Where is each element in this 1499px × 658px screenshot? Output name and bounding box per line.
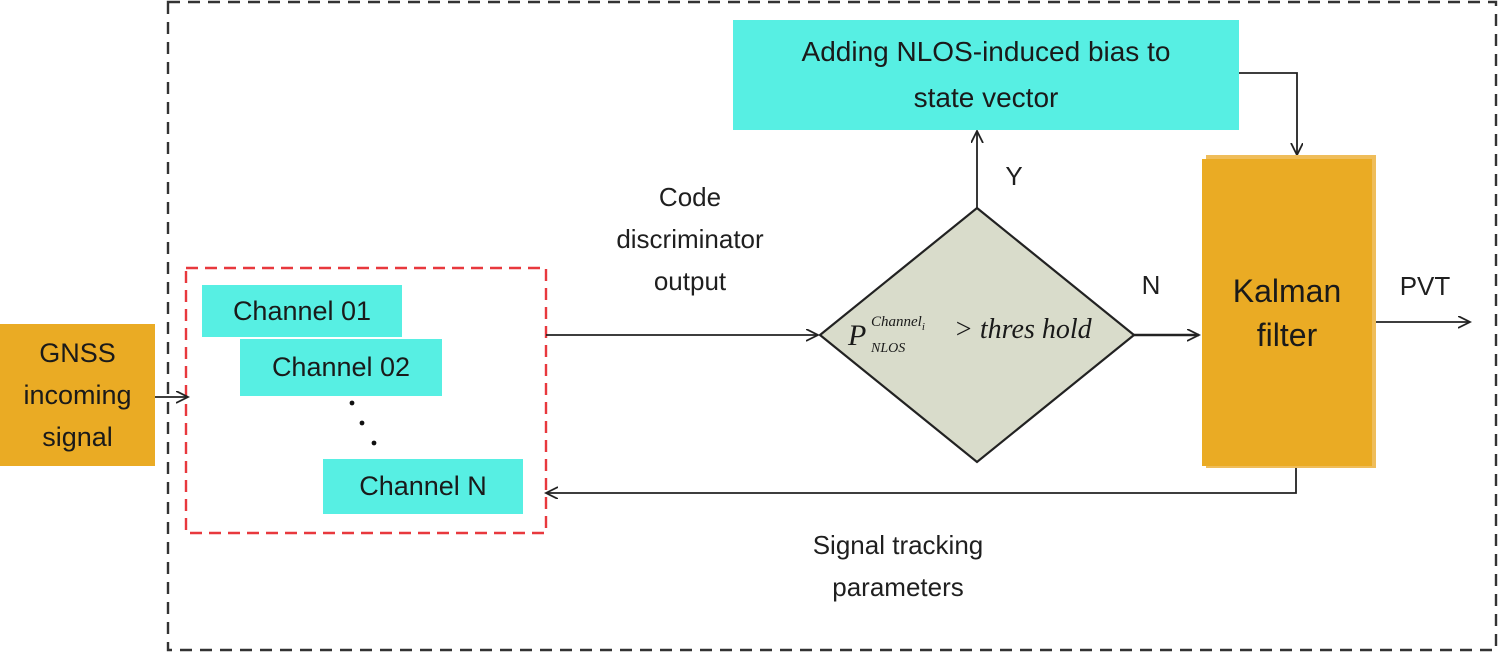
channel-ellipsis-dot [359, 420, 365, 426]
kalman-filter-box: Kalman filter [1202, 159, 1372, 466]
probability-superscript: Channeli [871, 314, 925, 333]
signal-tracking-label: Signal tracking parameters [812, 530, 984, 602]
probability-subscript: NLOS [870, 341, 905, 356]
decision-condition: P Channeli NLOS > thres hold [847, 314, 1093, 356]
no-branch-label: N [1141, 270, 1161, 300]
code-discriminator-label: Code discriminator output [616, 182, 764, 296]
channel-01-box: Channel 01 [202, 285, 402, 337]
nlos-bias-label: Adding NLOS-induced bias to state vector [801, 36, 1171, 113]
gnss-input-box: GNSS incoming signal [0, 324, 155, 466]
nlos-bias-box: Adding NLOS-induced bias to state vector [733, 20, 1239, 130]
system-boundary [166, 0, 1498, 652]
tracking-channels-group [184, 266, 548, 535]
superscript-text: Channel [871, 314, 922, 330]
channel-ellipsis-dot [349, 400, 355, 406]
probability-symbol: P [847, 319, 866, 352]
feedback-arrow [546, 466, 1297, 493]
bias-to-kalman-arrow [1238, 72, 1297, 155]
channel-01-label: Channel 01 [232, 295, 372, 326]
yes-branch-label: Y [1005, 161, 1023, 191]
kalman-filter-label: Kalman filter [1232, 272, 1342, 353]
threshold-comparison: > thres hold [954, 314, 1093, 345]
channel-02-box: Channel 02 [240, 339, 442, 396]
pvt-output-label: PVT [1399, 271, 1451, 301]
superscript-index: i [922, 321, 925, 333]
gnss-input-label: GNSS incoming signal [23, 338, 132, 452]
channel-n-label: Channel N [359, 471, 487, 501]
channel-02-label: Channel 02 [271, 352, 411, 382]
nlos-decision-diamond [818, 206, 1136, 464]
channel-n-box: Channel N [323, 459, 523, 514]
channel-ellipsis-dot [371, 440, 377, 446]
